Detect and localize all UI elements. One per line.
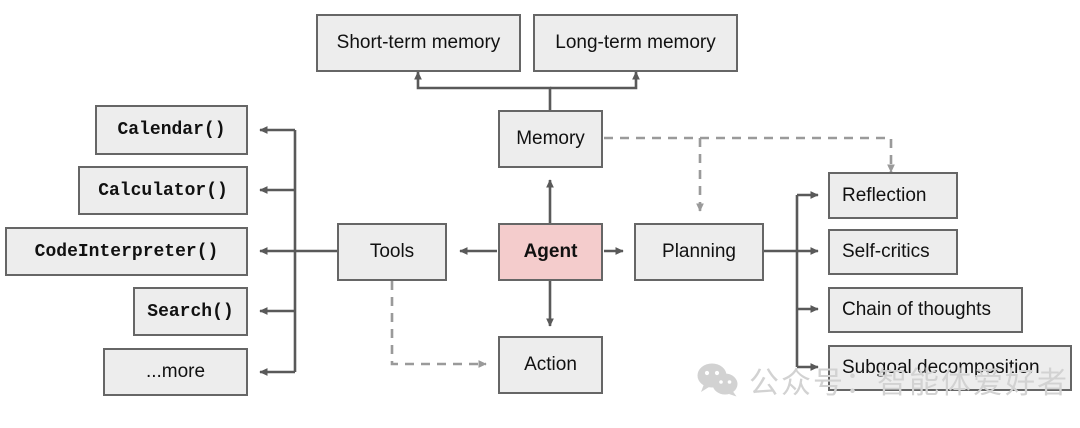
node-self-critics-label: Self-critics: [842, 241, 930, 262]
node-search-label: Search(): [147, 301, 234, 322]
node-long-term-memory-label: Long-term memory: [555, 32, 716, 53]
edge-tools-to-action-dashed: [390, 281, 487, 368]
node-agent-label: Agent: [523, 241, 578, 262]
node-short-term-memory[interactable]: Short-term memory: [316, 14, 521, 72]
edge-memory-to-short-term: [414, 71, 552, 110]
node-reflection[interactable]: Reflection: [828, 172, 958, 219]
node-short-term-memory-label: Short-term memory: [336, 32, 501, 53]
node-action[interactable]: Action: [498, 336, 603, 394]
node-chain-of-thoughts-label: Chain of thoughts: [842, 299, 991, 320]
node-long-term-memory[interactable]: Long-term memory: [533, 14, 738, 72]
node-subgoal-decomposition-label: Subgoal decomposition: [842, 357, 1040, 378]
node-memory-label: Memory: [516, 128, 585, 149]
node-action-label: Action: [524, 354, 577, 375]
edge-memory-to-reflection-dashed: [700, 136, 895, 173]
node-more-label: ...more: [145, 361, 206, 382]
node-tools[interactable]: Tools: [337, 223, 447, 281]
node-agent[interactable]: Agent: [498, 223, 603, 281]
node-code-interpreter[interactable]: CodeInterpreter(): [5, 227, 248, 276]
node-code-interpreter-label: CodeInterpreter(): [34, 241, 219, 262]
node-calendar[interactable]: Calendar(): [95, 105, 248, 155]
node-search[interactable]: Search(): [133, 287, 248, 336]
node-reflection-label: Reflection: [842, 184, 927, 206]
edge-memory-to-long-term: [550, 71, 640, 90]
edge-memory-to-planning-dashed: [604, 136, 704, 212]
node-self-critics[interactable]: Self-critics: [828, 229, 958, 275]
node-tools-label: Tools: [369, 241, 415, 262]
node-planning-label: Planning: [662, 241, 736, 262]
node-calculator[interactable]: Calculator(): [78, 166, 248, 215]
node-memory[interactable]: Memory: [498, 110, 603, 168]
node-calendar-label: Calendar(): [117, 120, 226, 140]
node-calculator-label: Calculator(): [98, 180, 228, 201]
node-chain-of-thoughts[interactable]: Chain of thoughts: [828, 287, 1023, 333]
node-subgoal-decomposition[interactable]: Subgoal decomposition: [828, 345, 1072, 391]
node-more[interactable]: ...more: [103, 348, 248, 396]
node-planning[interactable]: Planning: [634, 223, 764, 281]
